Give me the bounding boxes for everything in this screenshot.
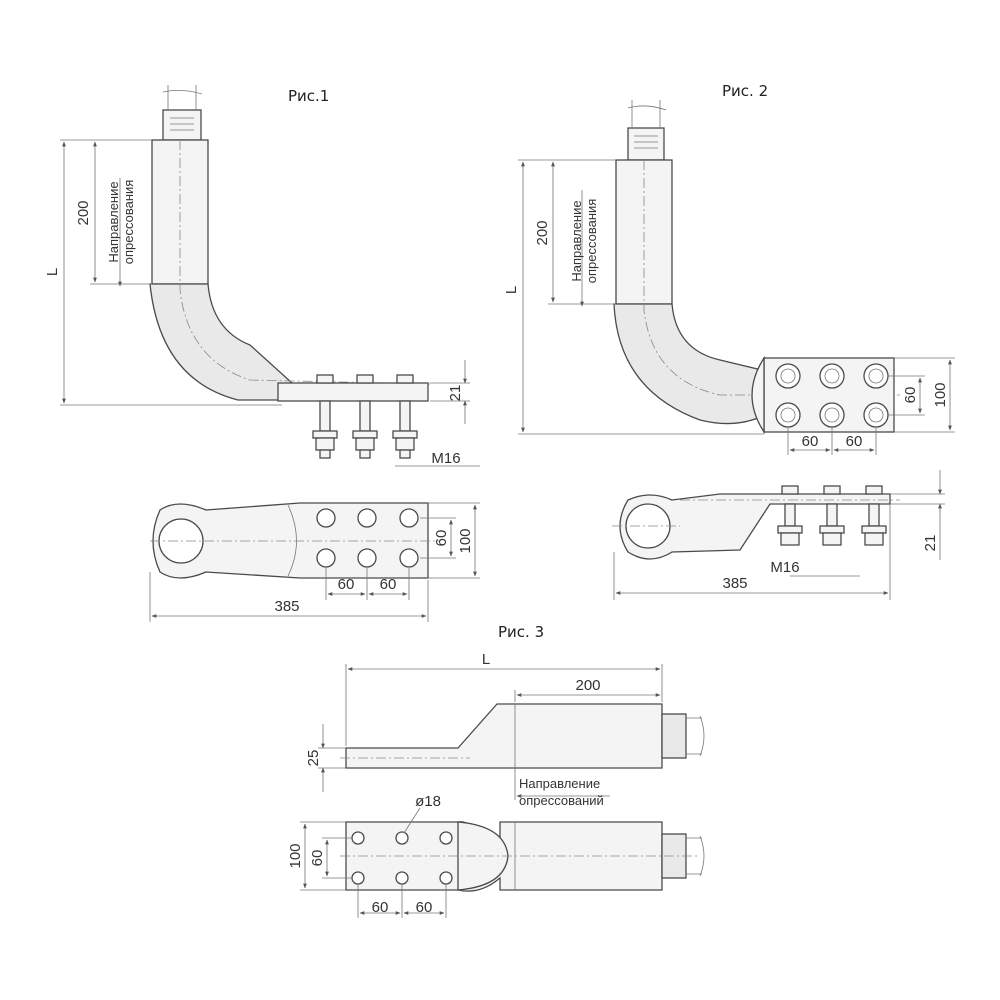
fig2-dim-100: 100 [932, 382, 949, 407]
fig3-dim-100: 100 [287, 843, 304, 868]
fig3-dim-L: L [482, 651, 490, 668]
fig3-dim-200: 200 [575, 677, 600, 694]
fig3-side-view [340, 703, 705, 769]
fig1-dimensions [60, 139, 480, 467]
fig3-crimp-label-2: опрессований [519, 793, 604, 808]
fig2-dim-60-vertical: 60 [902, 387, 919, 404]
fig2-dim-60-b: 60 [846, 433, 863, 450]
fig1-dim-60-vertical: 60 [433, 530, 450, 547]
figure-2: Рис. 2 [503, 82, 955, 600]
fig1-dim-385: 385 [274, 598, 299, 615]
fig1-bolts [312, 374, 418, 459]
fig3-dim-60-b: 60 [416, 899, 433, 916]
fig3-plan-view [300, 807, 705, 918]
fig2-dim-200: 200 [534, 220, 551, 245]
fig1-dim-L: L [44, 268, 61, 276]
fig3-dim-60-a: 60 [372, 899, 389, 916]
fig3-title: Рис. 3 [498, 623, 544, 641]
figure-3: Рис. 3 L 200 25 Направление опрессований [287, 623, 705, 918]
fig1-dim-m16: M16 [431, 450, 460, 467]
fig1-cable-stub [162, 85, 203, 141]
figure-1: Рис.1 [44, 85, 480, 622]
fig1-dim-60-a: 60 [338, 576, 355, 593]
fig3-dim-60-vertical: 60 [309, 850, 326, 867]
fig2-side-view [612, 470, 945, 600]
fig1-title: Рис.1 [288, 87, 329, 105]
fig2-dim-m16: M16 [770, 559, 799, 576]
fig2-cable-stub [627, 100, 667, 161]
fig1-lug-body [149, 139, 431, 459]
fig2-title: Рис. 2 [722, 82, 768, 100]
fig1-dim-21: 21 [447, 385, 464, 402]
fig2-dim-L: L [503, 286, 520, 294]
fig2-crimp-label-1: Направление [569, 200, 584, 281]
fig2-crimp-label-2: опрессования [584, 199, 599, 284]
fig1-dim-200: 200 [75, 200, 92, 225]
fig3-dimensions-top [318, 664, 663, 800]
fig2-dim-385: 385 [722, 575, 747, 592]
fig1-dim-60-b: 60 [380, 576, 397, 593]
fig2-lug-body [613, 159, 900, 435]
fig1-crimp-label-1: Направление [106, 181, 121, 262]
fig2-dim-21: 21 [922, 535, 939, 552]
fig3-dim-d18: ø18 [415, 793, 441, 810]
fig3-dim-25: 25 [305, 750, 322, 767]
fig3-crimp-label-1: Направление [519, 776, 600, 791]
fig1-dim-100: 100 [457, 528, 474, 553]
fig2-dimensions [518, 159, 955, 455]
fig1-crimp-label-2: опрессования [121, 180, 136, 265]
fig1-plan-view [149, 502, 480, 622]
fig2-dim-60-a: 60 [802, 433, 819, 450]
